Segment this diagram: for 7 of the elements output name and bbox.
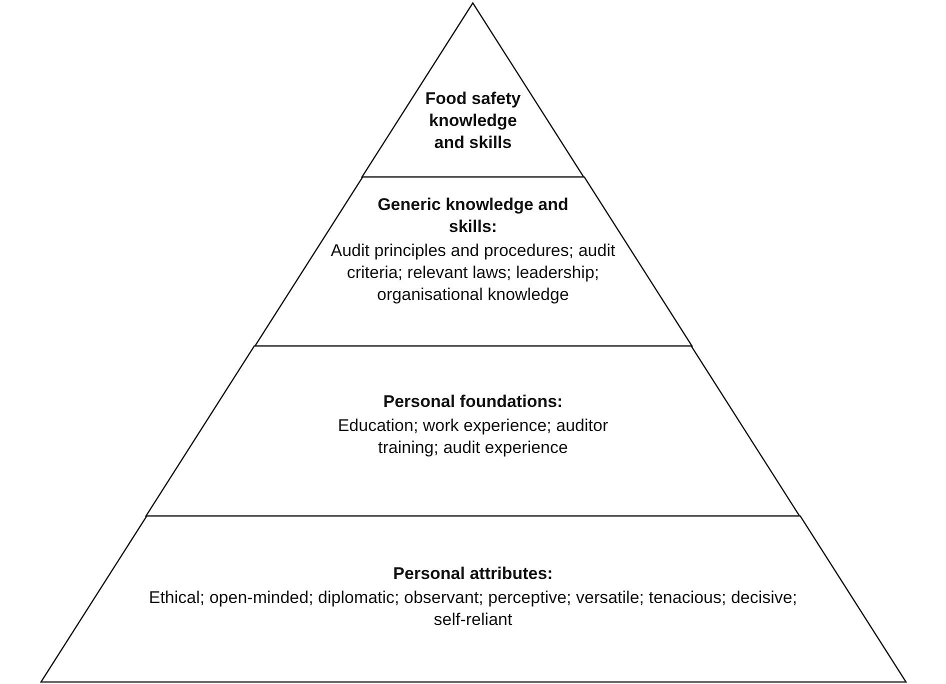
- band-heading: Personal foundations:: [382, 391, 564, 413]
- band-text: Education; work experience; auditor training; audit experience: [336, 415, 610, 459]
- band-heading: Food safety knowledge and skills: [424, 88, 522, 154]
- band-text: Audit principles and procedures; audit criteria; relevant laws; leadership; organisational knowledge: [330, 240, 616, 306]
- band-heading: Generic knowledge and skills:: [376, 194, 570, 238]
- band-text: Ethical; open-minded; diplomatic; observant; perceptive; versatile; tenacious; decisive; self-reliant: [148, 587, 798, 631]
- band-heading: Personal attributes:: [392, 563, 554, 585]
